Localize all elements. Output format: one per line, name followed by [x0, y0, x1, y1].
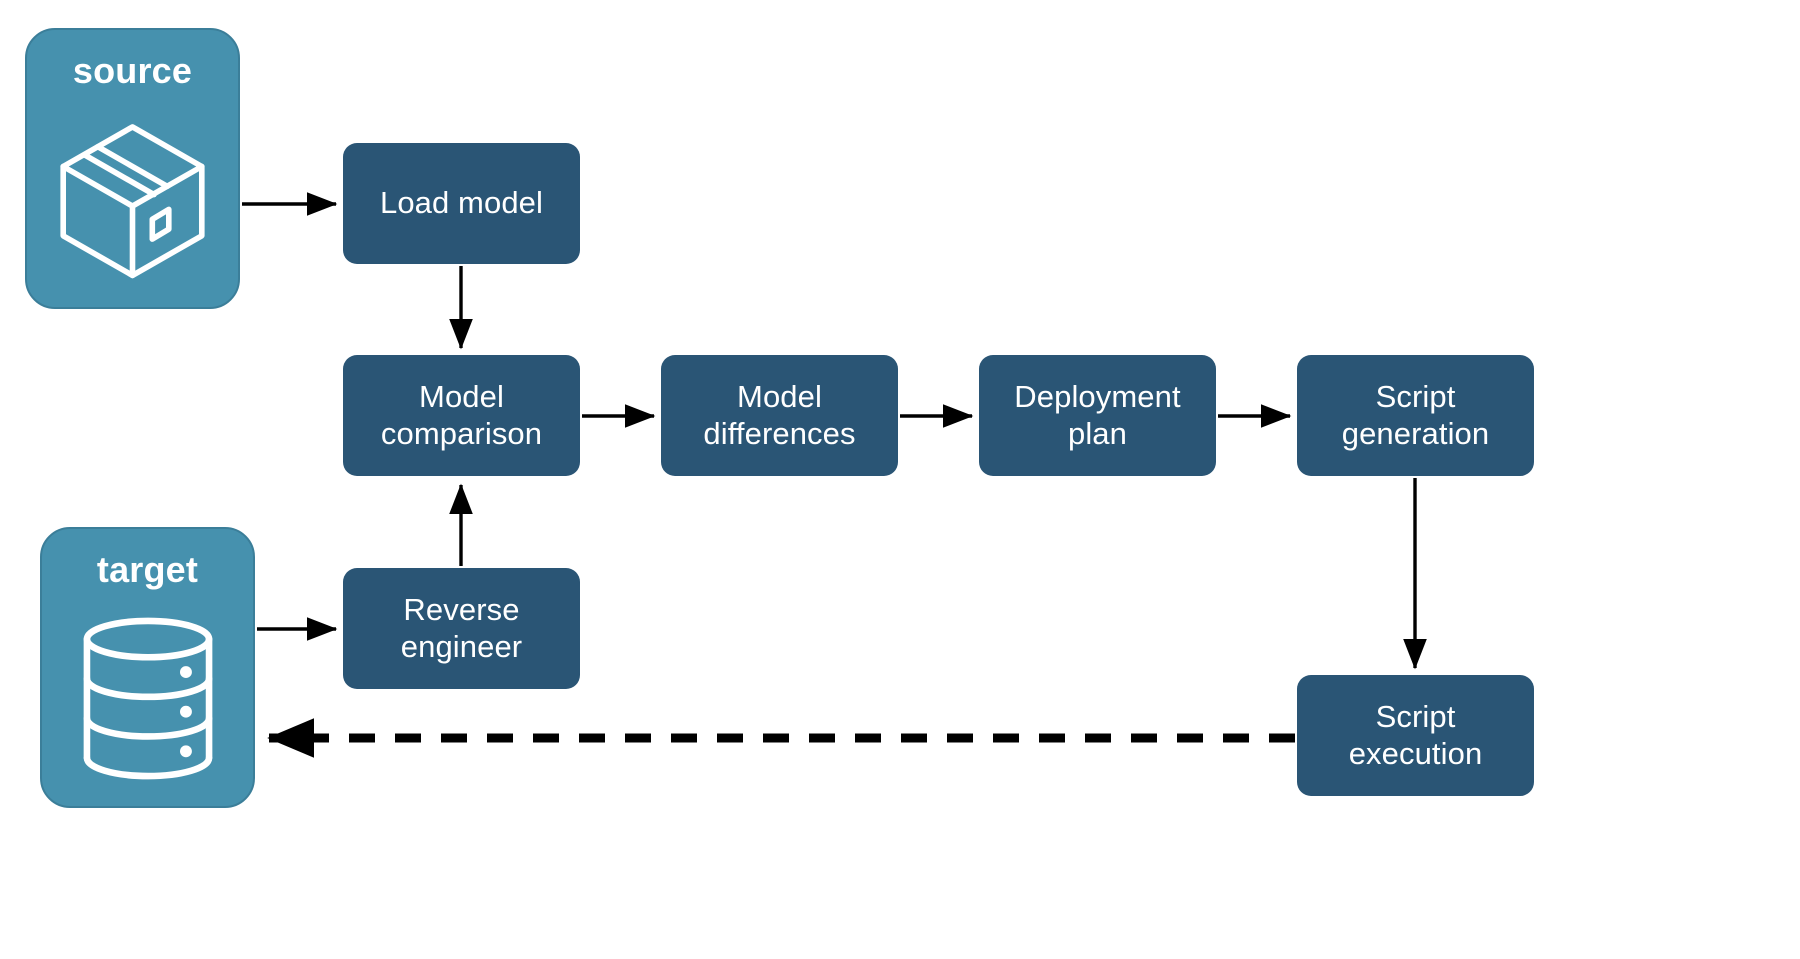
process-load-model[interactable]: Load model	[343, 143, 580, 264]
process-script-execution-label: Script execution	[1348, 698, 1483, 771]
database-cylinder-icon	[42, 591, 253, 806]
process-reverse-engineer-label: Reverse engineer	[400, 591, 523, 664]
process-script-generation[interactable]: Script generation	[1297, 355, 1534, 476]
endpoint-source[interactable]: source	[25, 28, 240, 309]
process-load-model-label: Load model	[379, 185, 543, 221]
endpoint-target[interactable]: target	[40, 527, 255, 808]
process-deployment-plan[interactable]: Deployment plan	[979, 355, 1216, 476]
process-reverse-engineer[interactable]: Reverse engineer	[343, 568, 580, 689]
process-model-comparison[interactable]: Model comparison	[343, 355, 580, 476]
process-script-generation-label: Script generation	[1341, 378, 1490, 451]
endpoint-target-label: target	[96, 549, 199, 590]
process-script-execution[interactable]: Script execution	[1297, 675, 1534, 796]
process-deployment-plan-label: Deployment plan	[1014, 378, 1181, 451]
process-model-differences-label: Model differences	[703, 378, 856, 451]
process-model-comparison-label: Model comparison	[380, 378, 543, 451]
process-model-differences[interactable]: Model differences	[661, 355, 898, 476]
package-box-icon	[27, 92, 238, 307]
endpoint-source-label: source	[72, 50, 193, 91]
